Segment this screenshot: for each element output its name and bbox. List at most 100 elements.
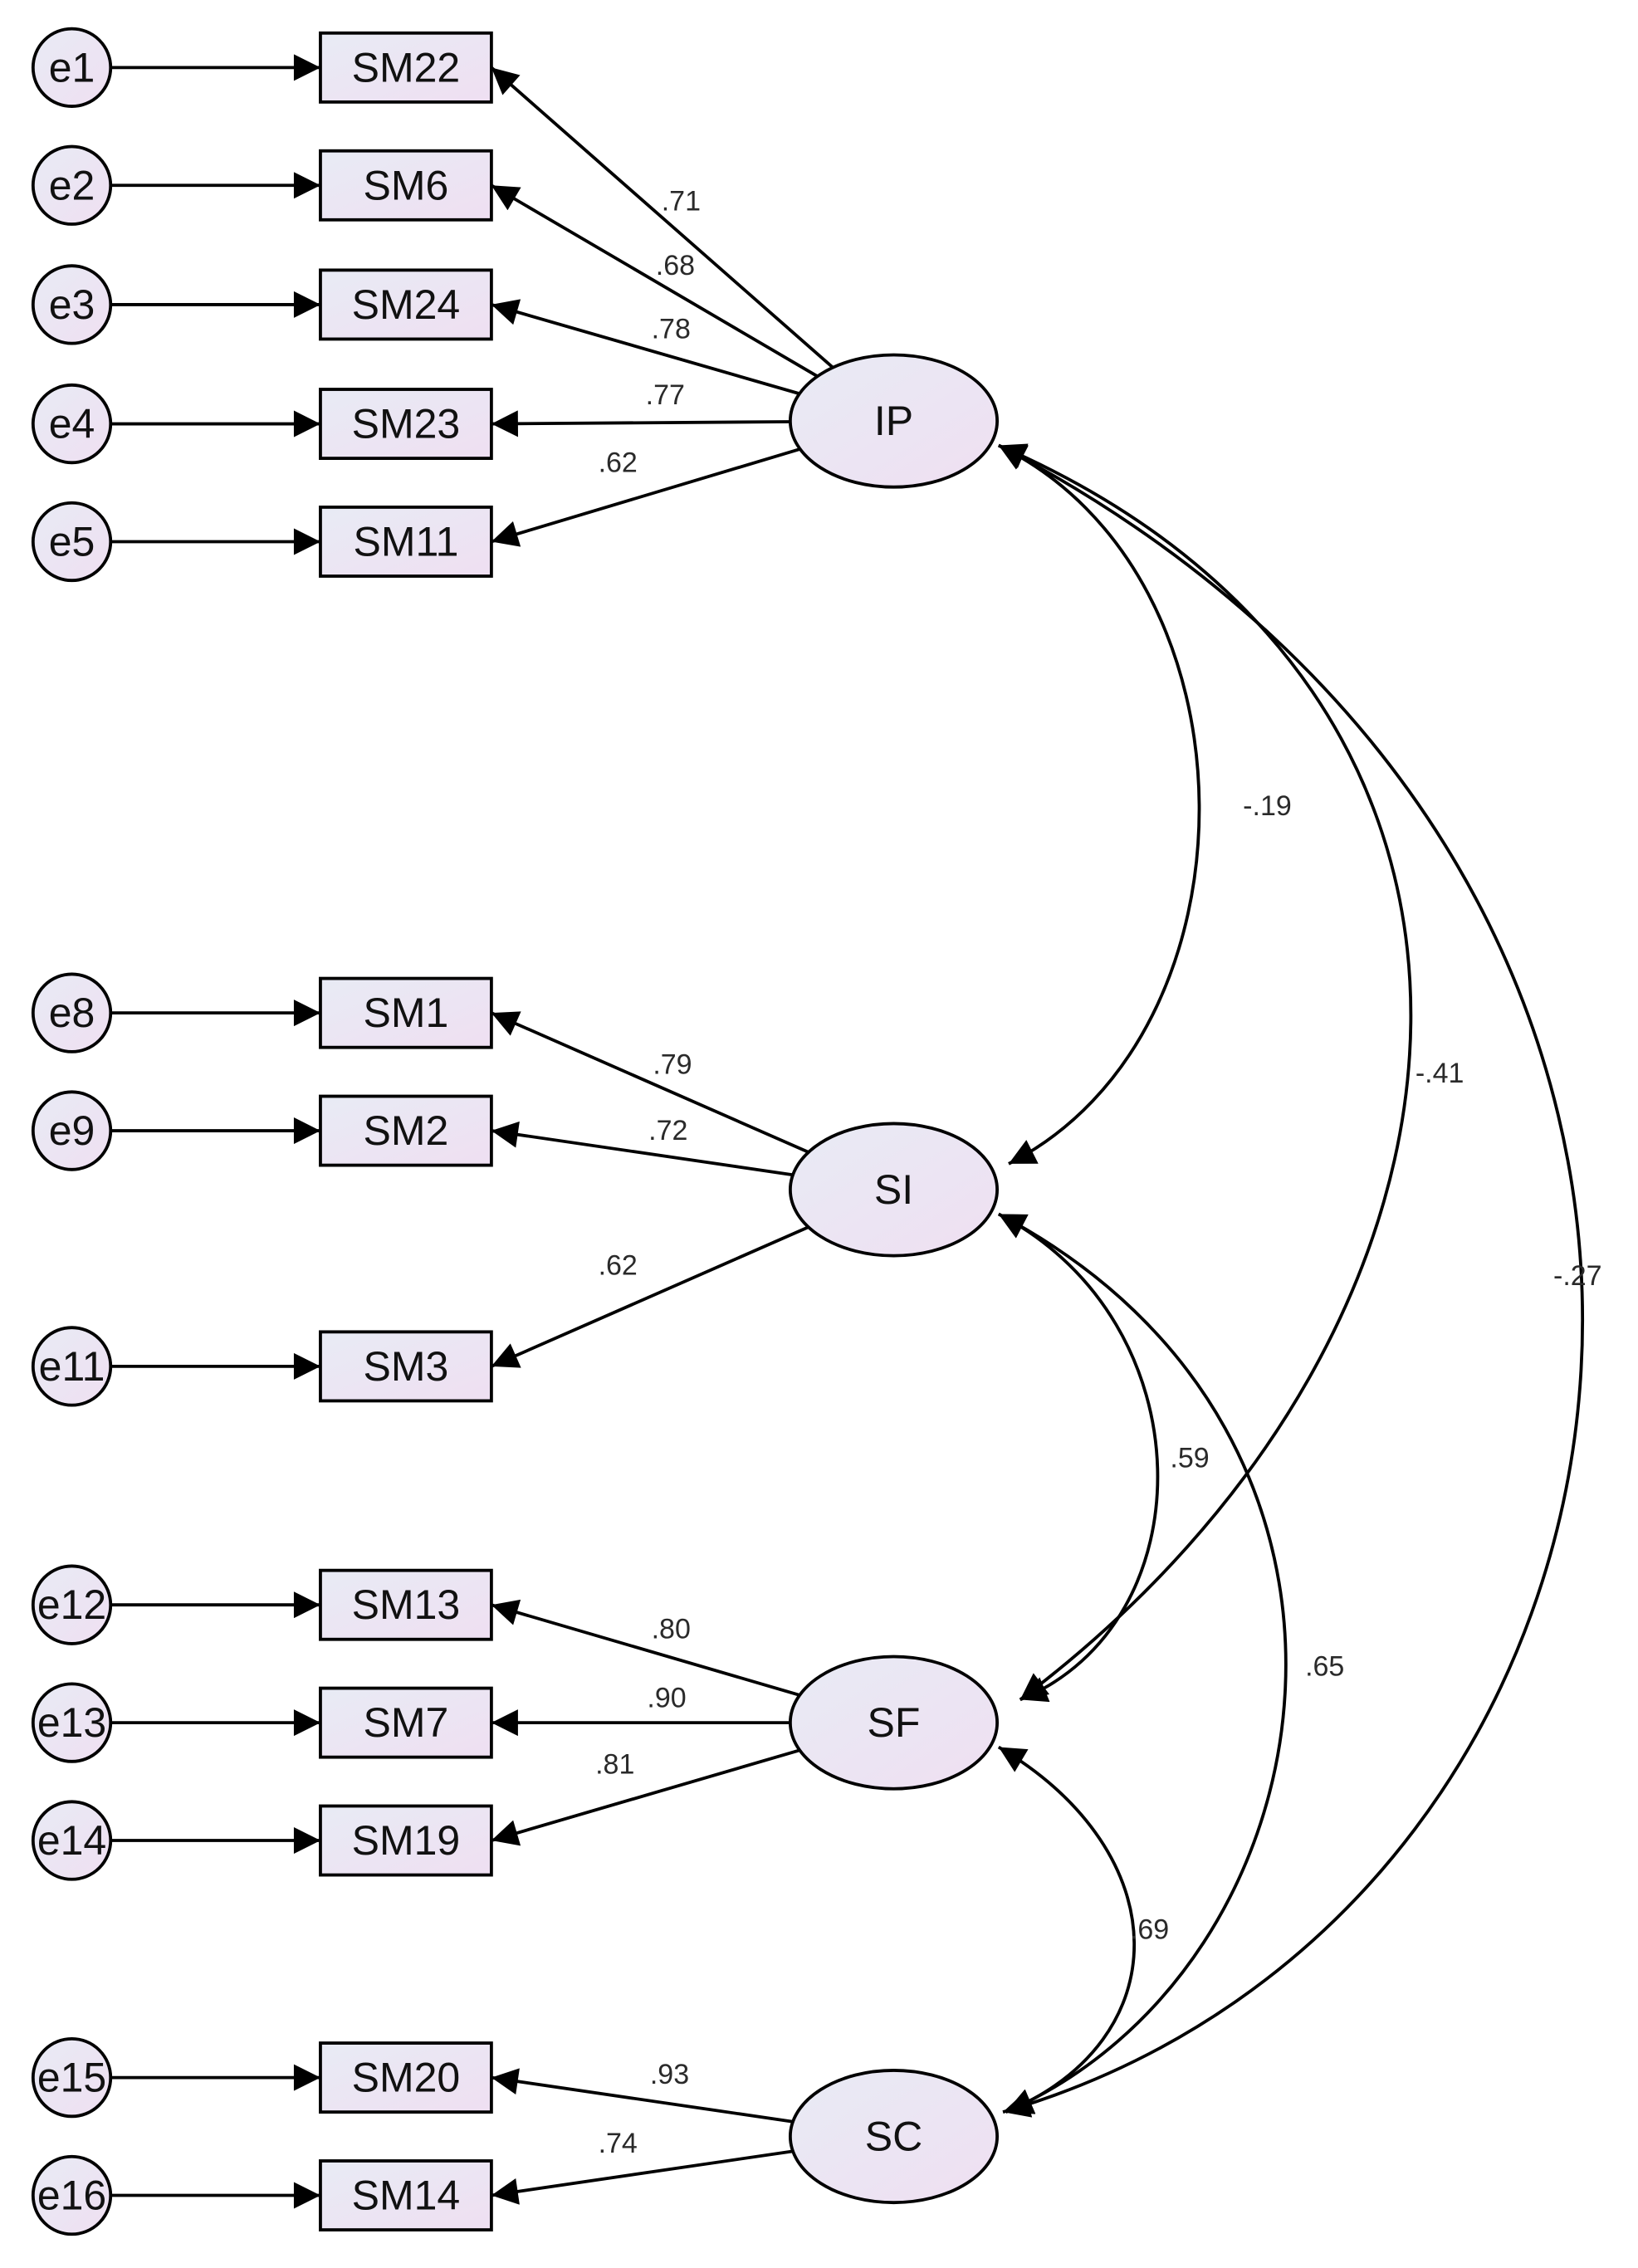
indicator-label-sm1: SM1 bbox=[364, 990, 449, 1036]
correlation-layer bbox=[997, 443, 1584, 2118]
loading-arrow-sm6 bbox=[490, 183, 819, 378]
indicator-label-sm11: SM11 bbox=[353, 518, 458, 565]
correlation-arrow-si-sf bbox=[997, 1212, 1160, 1703]
indicator-label-sm22: SM22 bbox=[352, 44, 461, 90]
loading-arrow-sm23 bbox=[491, 410, 790, 437]
error-label-e13: e13 bbox=[37, 1699, 106, 1746]
factor-ellipse-si bbox=[788, 1122, 1000, 1258]
correlation-arrow-ip-si bbox=[998, 443, 1201, 1166]
loading-label-sm7: .90 bbox=[647, 1683, 686, 1714]
loading-layer bbox=[110, 54, 834, 2209]
loading-label-sm11: .62 bbox=[599, 447, 638, 478]
loading-arrow-sm11 bbox=[491, 447, 801, 547]
loading-label-sm14: .74 bbox=[599, 2128, 638, 2159]
error-label-e8: e8 bbox=[49, 990, 95, 1036]
indicator-label-sm14: SM14 bbox=[352, 2173, 461, 2219]
error-node-e14 bbox=[31, 1800, 113, 1881]
loading-label-sm3: .62 bbox=[599, 1250, 638, 1282]
loading-label-sm13: .80 bbox=[652, 1614, 691, 1645]
error-node-e3 bbox=[31, 264, 113, 345]
error-node-e2 bbox=[31, 144, 113, 226]
correlation-arrow-si-sc bbox=[997, 1212, 1288, 2114]
error-label-e9: e9 bbox=[49, 1107, 95, 1154]
factor-label-sf: SF bbox=[868, 1699, 921, 1746]
error-node-e8 bbox=[31, 972, 113, 1053]
loading-arrow-sm24 bbox=[491, 299, 800, 396]
correlation-label-si-sf: .59 bbox=[1170, 1443, 1209, 1474]
correlation-arrow-sf-sc bbox=[997, 1745, 1136, 2114]
indicator-box-sm23 bbox=[319, 388, 493, 460]
indicator-box-sm20 bbox=[319, 2041, 493, 2114]
loading-arrow-sm20 bbox=[491, 2068, 794, 2124]
error-label-e1: e1 bbox=[49, 44, 95, 90]
error-label-e15: e15 bbox=[37, 2055, 106, 2101]
error-node-e5 bbox=[31, 501, 113, 583]
correlation-arrow-ip-sf bbox=[998, 443, 1413, 1701]
loading-arrow-sm13 bbox=[491, 1599, 800, 1697]
loading-arrow-sm22 bbox=[490, 66, 834, 369]
correlation-label-ip-sf: -.41 bbox=[1416, 1058, 1464, 1089]
indicator-label-sm6: SM6 bbox=[364, 162, 449, 208]
indicator-label-sm2: SM2 bbox=[364, 1107, 449, 1154]
loading-label-sm24: .78 bbox=[652, 313, 691, 345]
label-layer: -.19 -.41 -.27 .59 .65 .69 e1 SM22 .71 e2 SM6 .68 e3… bbox=[37, 44, 1602, 2218]
error-label-e11: e11 bbox=[39, 1343, 105, 1390]
loading-arrow-sm14 bbox=[491, 2149, 794, 2205]
error-label-e12: e12 bbox=[37, 1581, 106, 1628]
error-label-e4: e4 bbox=[49, 401, 95, 447]
error-node-e9 bbox=[31, 1090, 113, 1171]
indicator-label-sm24: SM24 bbox=[352, 281, 461, 328]
indicator-box-sm1 bbox=[319, 976, 493, 1049]
error-node-e15 bbox=[31, 2036, 113, 2119]
loading-label-sm20: .93 bbox=[650, 2059, 689, 2090]
indicator-label-sm3: SM3 bbox=[364, 1343, 449, 1390]
indicator-box-sm3 bbox=[319, 1330, 493, 1403]
error-node-e13 bbox=[31, 1682, 113, 1763]
loading-label-sm2: .72 bbox=[648, 1115, 687, 1146]
indicator-box-sm13 bbox=[319, 1568, 493, 1641]
loading-arrow-sm1 bbox=[491, 1011, 809, 1154]
loading-label-sm1: .79 bbox=[653, 1048, 692, 1080]
node-layer bbox=[31, 27, 1000, 2236]
factor-ellipse-sf bbox=[788, 1655, 1000, 1791]
correlation-label-ip-si: -.19 bbox=[1243, 790, 1292, 822]
indicator-box-sm14 bbox=[319, 2159, 493, 2231]
indicator-label-sm23: SM23 bbox=[352, 401, 461, 447]
factor-label-sc: SC bbox=[865, 2114, 922, 2160]
error-label-e16: e16 bbox=[37, 2173, 106, 2219]
indicator-box-sm6 bbox=[319, 149, 493, 222]
indicator-label-sm20: SM20 bbox=[352, 2055, 461, 2101]
indicator-label-sm19: SM19 bbox=[352, 1817, 461, 1864]
loading-arrow-sm3 bbox=[491, 1225, 809, 1368]
correlation-label-sf-sc: .69 bbox=[1130, 1914, 1169, 1945]
error-node-e16 bbox=[31, 2154, 113, 2236]
factor-label-si: SI bbox=[874, 1166, 913, 1213]
indicator-box-sm2 bbox=[319, 1094, 493, 1167]
indicator-label-sm7: SM7 bbox=[364, 1699, 449, 1746]
error-node-e11 bbox=[31, 1326, 113, 1407]
indicator-label-sm13: SM13 bbox=[352, 1581, 461, 1628]
loading-arrow-sm2 bbox=[491, 1121, 794, 1177]
correlation-arrow-ip-sc bbox=[997, 443, 1584, 2118]
indicator-box-sm22 bbox=[319, 31, 493, 104]
indicator-box-sm19 bbox=[319, 1804, 493, 1877]
indicator-box-sm24 bbox=[319, 268, 493, 341]
error-label-e3: e3 bbox=[49, 281, 95, 328]
factor-ellipse-ip bbox=[788, 353, 1000, 489]
factor-ellipse-sc bbox=[788, 2069, 1000, 2205]
loading-label-sm19: .81 bbox=[595, 1748, 634, 1780]
error-label-e5: e5 bbox=[49, 518, 95, 565]
error-label-e14: e14 bbox=[37, 1817, 106, 1864]
error-label-e2: e2 bbox=[49, 162, 95, 208]
error-node-e1 bbox=[31, 27, 113, 108]
loading-label-sm23: .77 bbox=[646, 379, 685, 411]
correlation-label-si-sc: .65 bbox=[1305, 1651, 1344, 1683]
loading-label-sm22: .71 bbox=[662, 185, 701, 217]
correlation-label-ip-sc: -.27 bbox=[1553, 1260, 1602, 1292]
loading-label-sm6: .68 bbox=[656, 250, 695, 281]
indicator-box-sm7 bbox=[319, 1686, 493, 1759]
indicator-box-sm11 bbox=[319, 506, 493, 578]
factor-label-ip: IP bbox=[874, 398, 913, 444]
error-node-e4 bbox=[31, 383, 113, 465]
